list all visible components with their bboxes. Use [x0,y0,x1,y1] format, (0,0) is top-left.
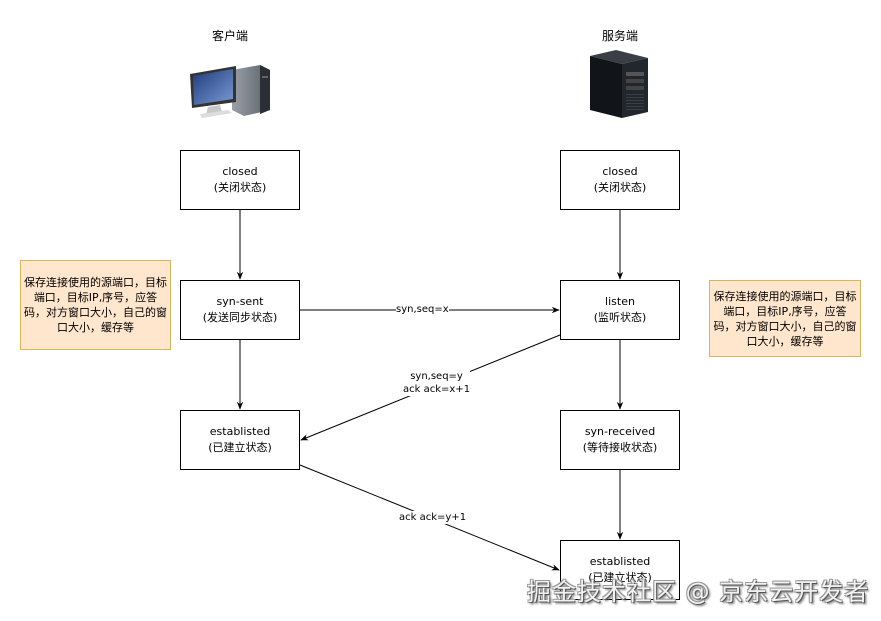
message-label-syn: syn,seq=x [396,303,449,316]
state-name: establisted [209,425,271,438]
state-desc: (已建立状态) [208,441,272,454]
desktop-computer-icon [188,62,274,124]
server-state-listen: listen (监听状态) [560,280,680,340]
client-note-text: 保存连接使用的源端口，目标端口，目标IP,序号，应答码，对方窗口大小，自己的窗口… [24,276,167,334]
state-name: establisted [589,555,651,568]
state-desc: (等待接收状态) [582,441,658,454]
server-title: 服务端 [601,29,638,43]
client-state-closed: closed (关闭状态) [180,150,300,210]
server-state-syn-received: syn-received (等待接收状态) [560,410,680,470]
state-name: closed [602,165,638,178]
state-desc: (发送同步状态) [202,311,278,324]
server-state-established: establisted (已建立状态) [560,540,680,600]
server-state-closed: closed (关闭状态) [560,150,680,210]
state-name: listen [605,295,635,308]
message-label-line: ack ack=x+1 [403,384,471,395]
state-name: closed [222,165,258,178]
watermark: 掘金技术社区 @ 京东云开发者 [527,578,870,606]
client-note: 保存连接使用的源端口，目标端口，目标IP,序号，应答码，对方窗口大小，自己的窗口… [20,260,171,350]
state-name: syn-received [584,425,656,438]
message-label-line: syn,seq=y [410,371,463,382]
message-label-line: ack ack=y+1 [399,512,467,523]
client-title: 客户端 [211,29,248,43]
message-label-ack: ack ack=y+1 [399,511,467,524]
server-note: 保存连接使用的源端口，目标端口，目标IP,序号，应答码，对方窗口大小，自己的窗口… [709,280,861,357]
state-desc: (监听状态) [593,311,647,324]
state-name: syn-sent [216,295,264,308]
client-state-syn-sent: syn-sent (发送同步状态) [180,280,300,340]
server-note-text: 保存连接使用的源端口，目标端口，目标IP,序号，应答码，对方窗口大小，自己的窗口… [713,289,857,348]
state-desc: (已建立状态) [588,571,652,584]
server-tower-icon [588,50,650,124]
message-label-syn-ack: syn,seq=y ack ack=x+1 [403,370,471,396]
state-desc: (关闭状态) [593,181,647,194]
client-state-established: establisted (已建立状态) [180,410,300,470]
message-label-line: syn,seq=x [396,304,449,315]
state-desc: (关闭状态) [213,181,267,194]
